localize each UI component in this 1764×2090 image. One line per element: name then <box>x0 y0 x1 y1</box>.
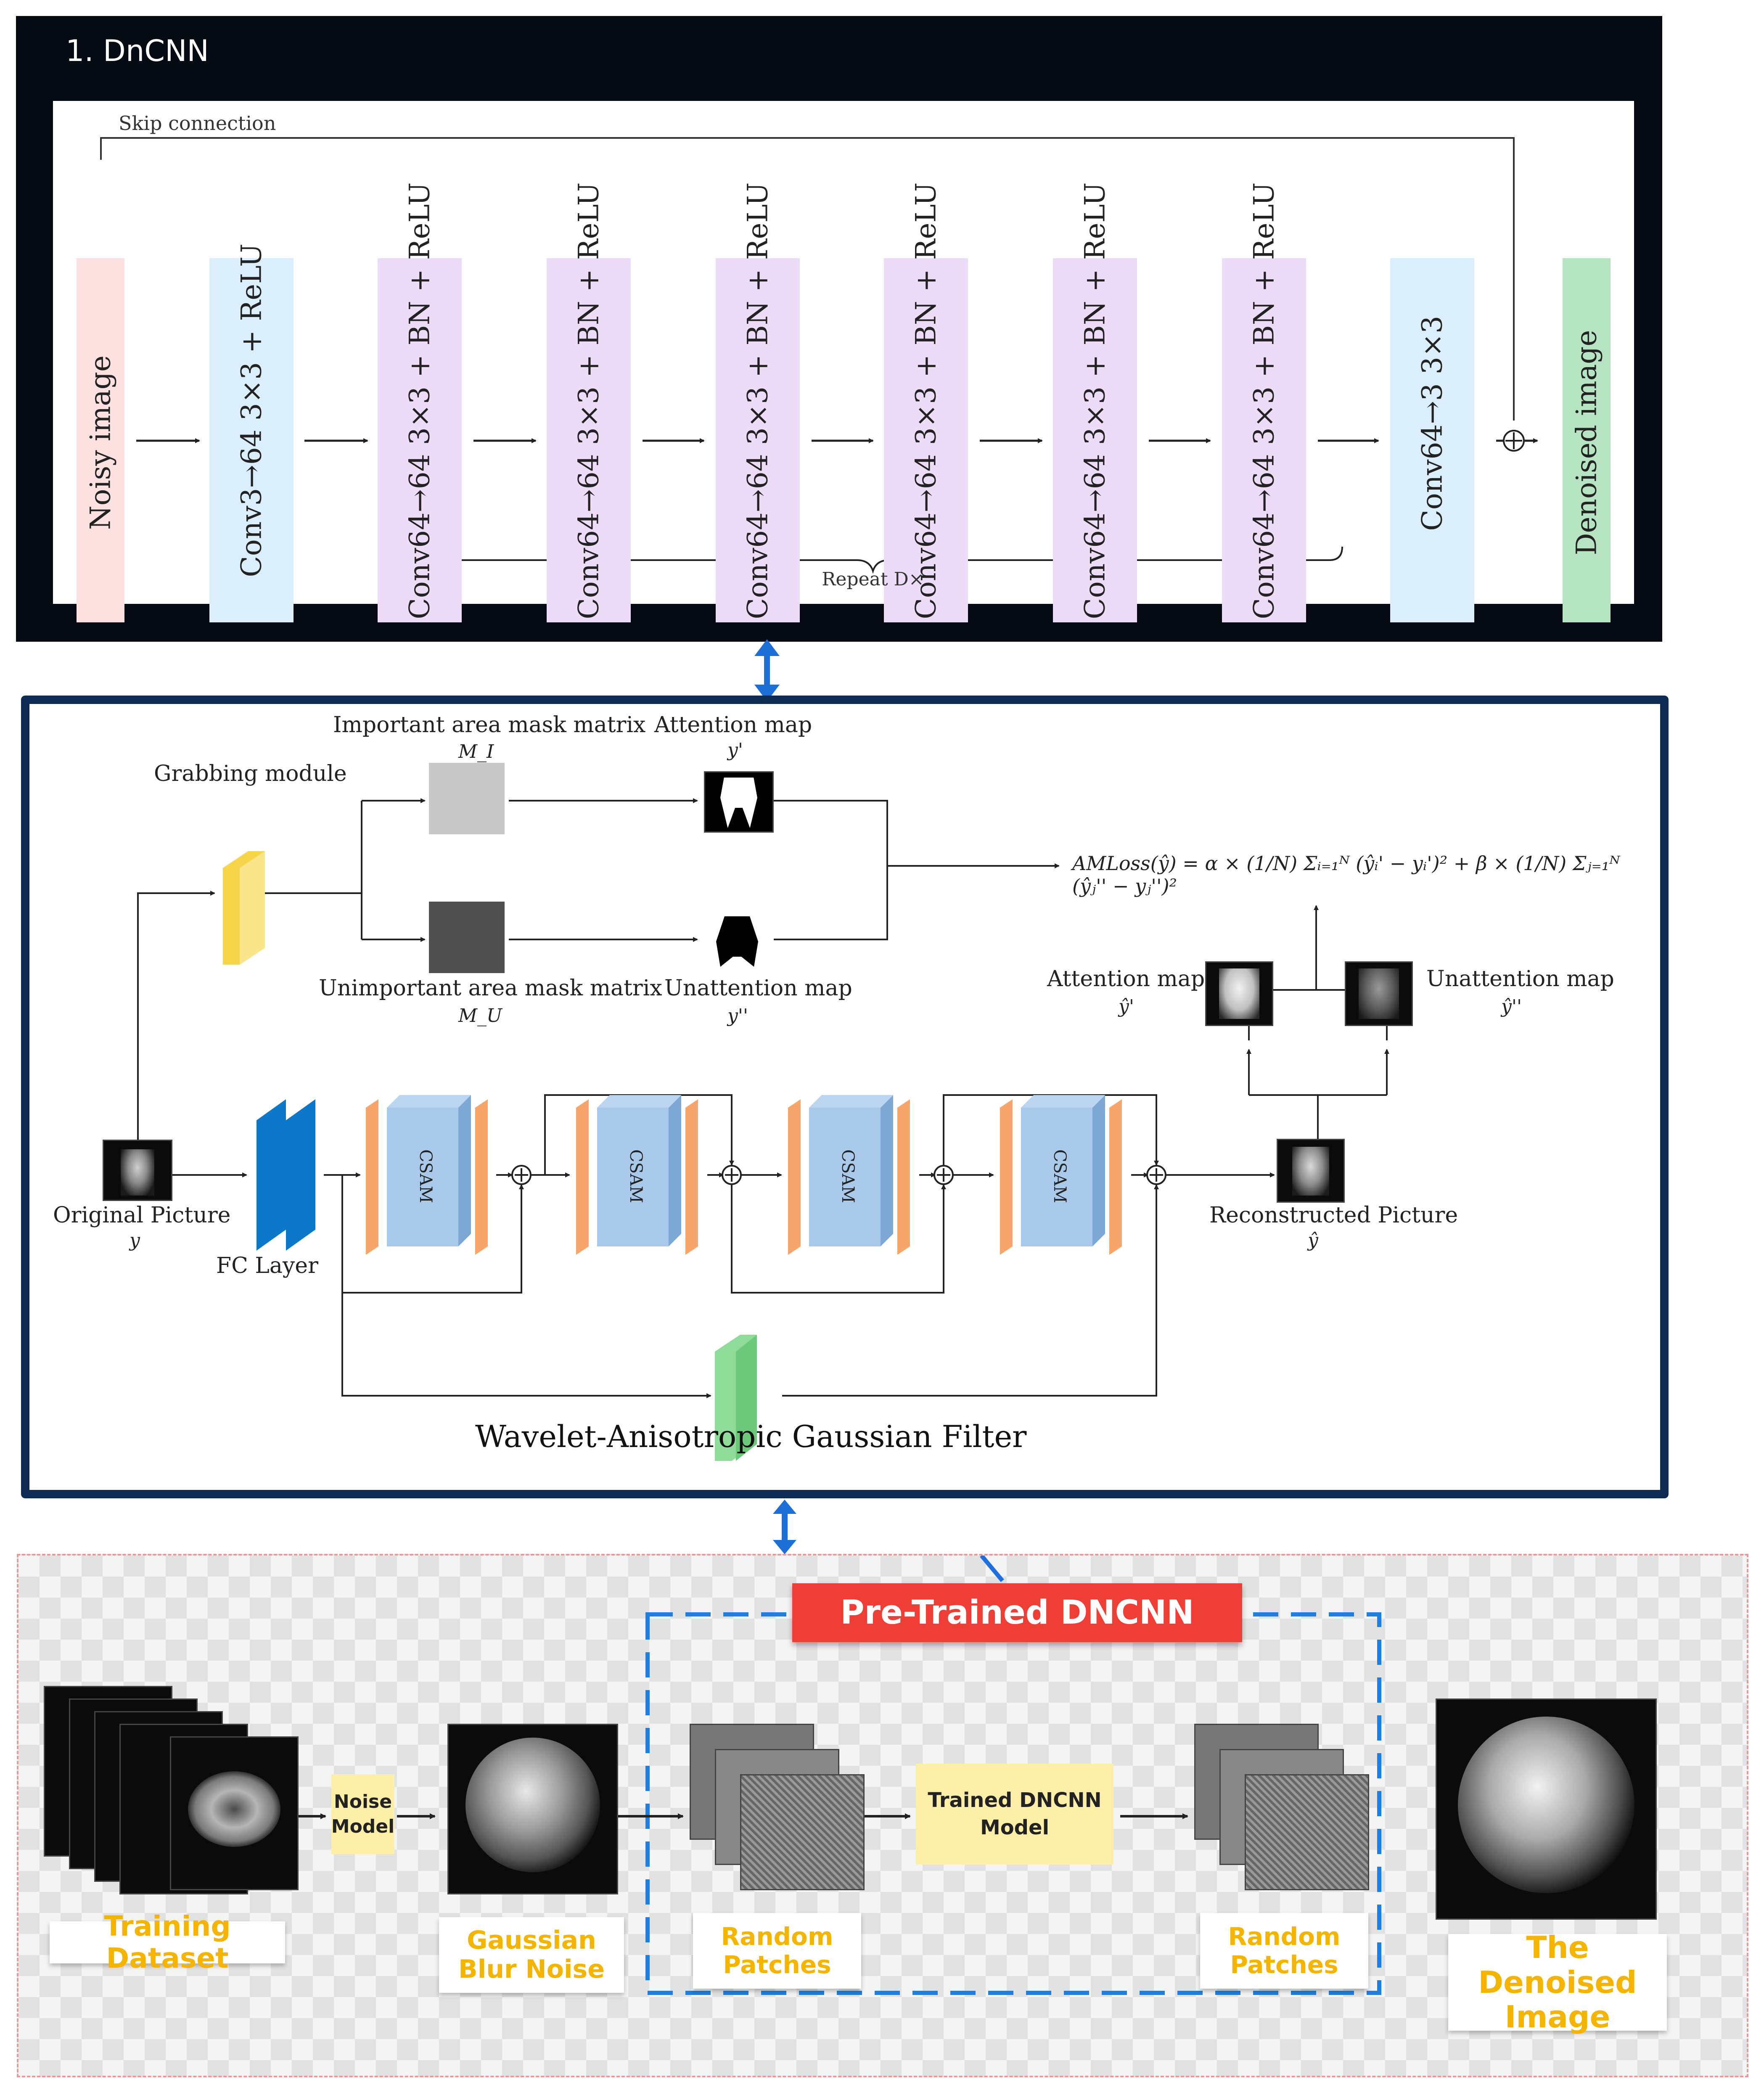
mid-conv-block-2: Conv64→64 3×3 + BN + ReLU <box>547 183 631 622</box>
fc-layer-label: FC Layer <box>216 1253 318 1278</box>
reconstructed-picture-symbol: ŷ <box>1308 1230 1318 1251</box>
attention-map-right-label: Attention map <box>1047 966 1205 992</box>
denoised-image-label: The Denoised Image <box>1448 1930 1667 2034</box>
filter-caption: Wavelet-Anisotropic Gaussian Filter <box>475 1419 1027 1454</box>
fc-layer-block <box>257 1099 286 1251</box>
important-mask-label: Important area mask matrix <box>333 712 646 738</box>
unattention-map-right-label: Unattention map <box>1426 966 1614 992</box>
noisy-image-block: Noisy image <box>77 258 124 622</box>
original-picture-symbol: y <box>130 1230 140 1251</box>
mid-conv-block-3: Conv64→64 3×3 + BN + ReLU <box>716 183 800 622</box>
skip-connection-label: Skip connection <box>119 112 276 135</box>
pretrained-dncnn-header: Pre-Trained DNCNN <box>792 1583 1242 1642</box>
reconstructed-picture-label: Reconstructed Picture <box>1209 1203 1458 1228</box>
attention-network-panel: CSAM CSAM CSAM CSAM Important area mask … <box>21 696 1669 1498</box>
csam-block-2 <box>576 1095 698 1255</box>
mid-conv-block-4: Conv64→64 3×3 + BN + ReLU <box>884 183 968 622</box>
attention-map-right-symbol: ŷ' <box>1119 996 1134 1017</box>
first-conv-block: Conv3→64 3×3 + ReLU <box>209 243 294 622</box>
panel-title: 1. DnCNN <box>66 34 209 68</box>
unimportant-mask-symbol: M_U <box>458 1005 502 1026</box>
attention-map-right-image <box>1205 961 1273 1026</box>
gaussian-blur-ct-image <box>447 1724 618 1894</box>
csam-block-1 <box>366 1095 488 1255</box>
patch-layer <box>740 1774 865 1890</box>
training-ct-image <box>170 1736 299 1890</box>
csam-block-3 <box>788 1095 910 1255</box>
mid-conv-block-5: Conv64→64 3×3 + BN + ReLU <box>1053 183 1137 622</box>
attention-map-top-label: Attention map <box>654 712 812 738</box>
csam-label-1: CSAM <box>415 1149 435 1203</box>
last-conv-block: Conv64→3 3×3 <box>1390 258 1474 622</box>
unattention-map-top-image <box>706 911 768 972</box>
unattention-map-right-symbol: ŷ'' <box>1501 996 1522 1017</box>
attention-map-top-symbol: y' <box>727 739 743 761</box>
original-picture-label: Original Picture <box>53 1203 231 1228</box>
unattention-map-right-image <box>1345 961 1413 1026</box>
unattention-map-top-symbol: y'' <box>727 1005 748 1026</box>
random-patches-label-1: Random Patches <box>693 1913 861 1989</box>
attention-map-top-image <box>704 771 774 833</box>
repeat-label: Repeat D× <box>822 569 924 590</box>
gaussian-blur-noise-label: Gaussian Blur Noise <box>439 1917 624 1993</box>
csam-block-4 <box>1000 1095 1122 1255</box>
dncnn-diagram: Skip connection Noisy image Conv3→64 3×3… <box>53 101 1634 622</box>
csam-label-2: CSAM <box>626 1149 645 1203</box>
patch-layer <box>1245 1774 1369 1890</box>
csam-label-4: CSAM <box>1050 1149 1069 1203</box>
noise-model-box: Noise Model <box>331 1774 394 1854</box>
mid-conv-block-1: Conv64→64 3×3 + BN + ReLU <box>378 183 462 622</box>
unimportant-mask-block <box>429 902 505 973</box>
csam-label-3: CSAM <box>838 1149 857 1203</box>
denoised-image-block: Denoised image <box>1563 258 1611 622</box>
training-dataset-label: Training Dataset <box>50 1910 285 1974</box>
attention-network-diagram <box>137 763 1389 1461</box>
important-mask-block <box>429 763 505 834</box>
random-patches-label-2: Random Patches <box>1200 1913 1368 1989</box>
unattention-map-top-label: Unattention map <box>664 976 852 1001</box>
mid-conv-block-6: Conv64→64 3×3 + BN + ReLU <box>1222 183 1306 622</box>
trained-dncnn-box: Trained DNCNN Model <box>916 1764 1113 1865</box>
grabbing-module-label: Grabbing module <box>154 761 347 786</box>
original-picture <box>103 1140 172 1201</box>
important-mask-symbol: M_I <box>458 741 494 762</box>
pipeline-panel: Pre-Trained DNCNN Noise Model Trained DN… <box>17 1554 1748 2077</box>
unimportant-mask-label: Unimportant area mask matrix <box>319 976 662 1001</box>
denoised-ct-image <box>1436 1698 1657 1920</box>
dncnn-panel: 1. DnCNN Skip <box>16 16 1662 642</box>
reconstructed-picture <box>1277 1139 1345 1203</box>
am-loss-formula: AMLoss(ŷ) = α × (1/N) Σᵢ₌₁ᴺ (ŷᵢ' − yᵢ')²… <box>1072 852 1620 897</box>
